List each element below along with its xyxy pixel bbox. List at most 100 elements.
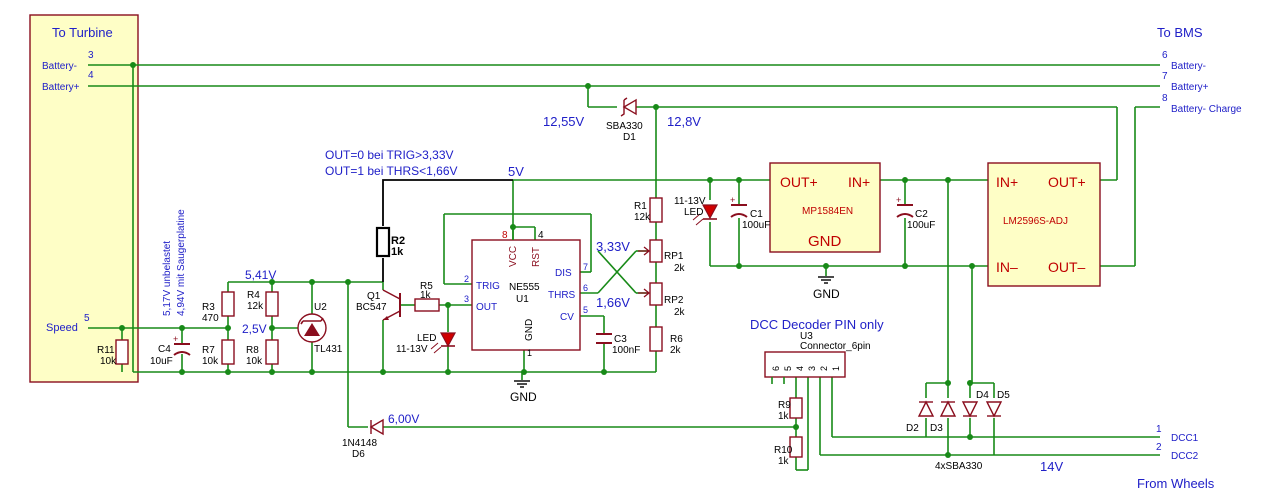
label-12-8v: 12,8V [667,114,701,129]
components-r3-ref-label: R3 [202,302,215,313]
components-r10-ref-label: R10 [774,445,793,456]
components-r3-value-label: 470 [202,313,219,324]
mp1584-gnd-pin: GND [808,233,842,250]
lm2596-in-plus: IN+ [996,174,1018,190]
components-bridge-d5-label: D5 [997,390,1010,401]
ne555-pin4: 4 [538,230,544,241]
wheels-pin2-number: 2 [1156,442,1162,453]
ne555-pin1: 1 [527,348,532,358]
turbine-pin4-name: Battery+ [42,82,80,93]
components-d1-ref-label: D1 [623,132,636,143]
tl431-reference: U2 TL431 [297,302,343,355]
components-c2-ref-label: C2 [915,209,928,220]
diode-d6: 1N4148 D6 [342,418,384,460]
u3-pin4: 4 [795,366,805,371]
mp1584-out-pin: OUT+ [780,174,818,190]
components-r4-value-label: 12k [247,301,264,312]
u3-pin3: 3 [807,366,817,371]
ground-ne555: GND [510,380,537,404]
capacitor-c2: + C2 100uF [896,195,935,231]
bms-pin6-name: Battery- [1171,61,1206,72]
turbine-pin5-name: Speed [46,322,78,334]
bridge-rectifier: D2 D3 D4 D5 4xSBA330 [906,390,1010,472]
components-d6-value-label: 1N4148 [342,438,377,449]
components-rp2-ref-label: RP2 [664,295,684,306]
diode-d1: SBA330 D1 [606,97,643,143]
ne555-ref: U1 [516,294,529,305]
led-ne555-output: LED 11-13V [396,332,457,355]
ne555-gnd: GND [524,319,535,341]
lm2596-out-plus: OUT+ [1048,174,1086,190]
turbine-pin4-number: 4 [88,70,94,81]
control-wire [382,179,513,282]
resistor-r5: R5 1k [414,281,440,312]
note-turbine-loaded: 4,94V mit Saugerplatine [176,209,187,316]
svg-text:+: + [730,195,735,205]
components-r9-value-label: 1k [778,411,790,422]
components-r1-ref-label: R1 [634,201,647,212]
resistor-r6: R6 2k [649,326,683,356]
u3-ref: U3 [800,331,813,342]
components-led-a-label-label: LED [684,207,703,218]
components-led-b-value-label: 11-13V [396,344,428,355]
components-r2-value-label: 1k [391,246,404,258]
resistor-r10: R10 1k [774,436,803,467]
components-r1-value-label: 12k [634,212,651,223]
led-power-indicator: 11-13V LED [674,196,719,226]
wheels-pin1-name: DCC1 [1171,433,1199,444]
ground-label-label: GND [510,390,537,404]
components-c3-ref-label: C3 [614,334,627,345]
ne555-pin3: 3 [464,294,469,304]
resistor-r2: R2 1k [375,226,405,258]
bms-pin7-name: Battery+ [1171,82,1209,93]
ne555-pin5: 5 [583,305,588,315]
components-d6-ref-label: D6 [352,449,365,460]
resistor-r8: R8 10k [246,339,279,367]
resistor-r7: R7 10k [202,339,235,367]
ne555-vcc: VCC [508,246,519,267]
lm2596-module: IN+ OUT+ LM2596S-ADJ IN– OUT– [987,162,1101,287]
ne555-trig: TRIG [476,281,500,292]
components-c4-ref-label: C4 [158,344,171,355]
diodes: SBA330 D1 1N4148 D6 D2 D3 D4 D5 4xSBA330 [342,97,1010,472]
label-1-66v: 1,66V [596,295,630,310]
components-r7-ref-label: R7 [202,345,215,356]
components-r8-ref-label: R8 [246,345,259,356]
pot-rp1: RP1 2k [638,239,686,274]
ics-q1-value-label: BC547 [356,302,387,313]
resistor-r9: R9 1k [778,397,803,422]
label-12-55v: 12,55V [543,114,585,129]
ne555-pin7: 7 [583,262,588,272]
label-5-41v: 5,41V [245,268,276,282]
components-c1-ref-label: C1 [750,209,763,220]
svg-text:+: + [896,195,901,205]
ne555-ic: VCC RST 8 4 TRIG OUT 2 3 DIS THRS CV 7 6… [464,230,588,358]
pot-rp2: RP2 2k [638,282,686,318]
wheels-title: From Wheels [1137,476,1215,491]
resistors: R1 12k R2 1k R3 470 R4 12k R5 1k R6 2k R… [97,197,803,467]
components-r2-ref-label: R2 [391,235,405,247]
components-r5-value-label: 1k [420,290,432,301]
wheels-pin1-number: 1 [1156,424,1162,435]
label-2-5v: 2,5V [242,322,267,336]
label-3-33v: 3,33V [596,239,630,254]
components-r7-value-label: 10k [202,356,219,367]
svg-text:+: + [173,334,178,344]
note-turbine-unloaded: 5,17V unbelastet [162,241,173,316]
label-6-00v: 6,00V [388,412,419,426]
components-c2-value-label: 100uF [907,220,935,231]
u3-pin1: 1 [831,366,841,371]
ne555-pin6: 6 [583,283,588,293]
bms-pin7-number: 7 [1162,71,1168,82]
resistor-r1: R1 12k [634,197,663,223]
ne555-thrs: THRS [548,290,576,301]
ne555-cv: CV [560,312,574,323]
lm2596-in-minus: IN– [996,259,1018,275]
net-labels: 12,55V 12,8V 5V 3,33V 1,66V 5,41V 2,5V 6… [162,114,1063,474]
components-c4-value-label: 10uF [150,356,173,367]
mp1584-name: MP1584EN [802,206,853,217]
components-r9-ref-label: R9 [778,400,791,411]
turbine-connector: To Turbine 3 Battery- 4 Battery+ 5 Speed [29,14,139,383]
u3-value: Connector_6pin [800,341,871,352]
